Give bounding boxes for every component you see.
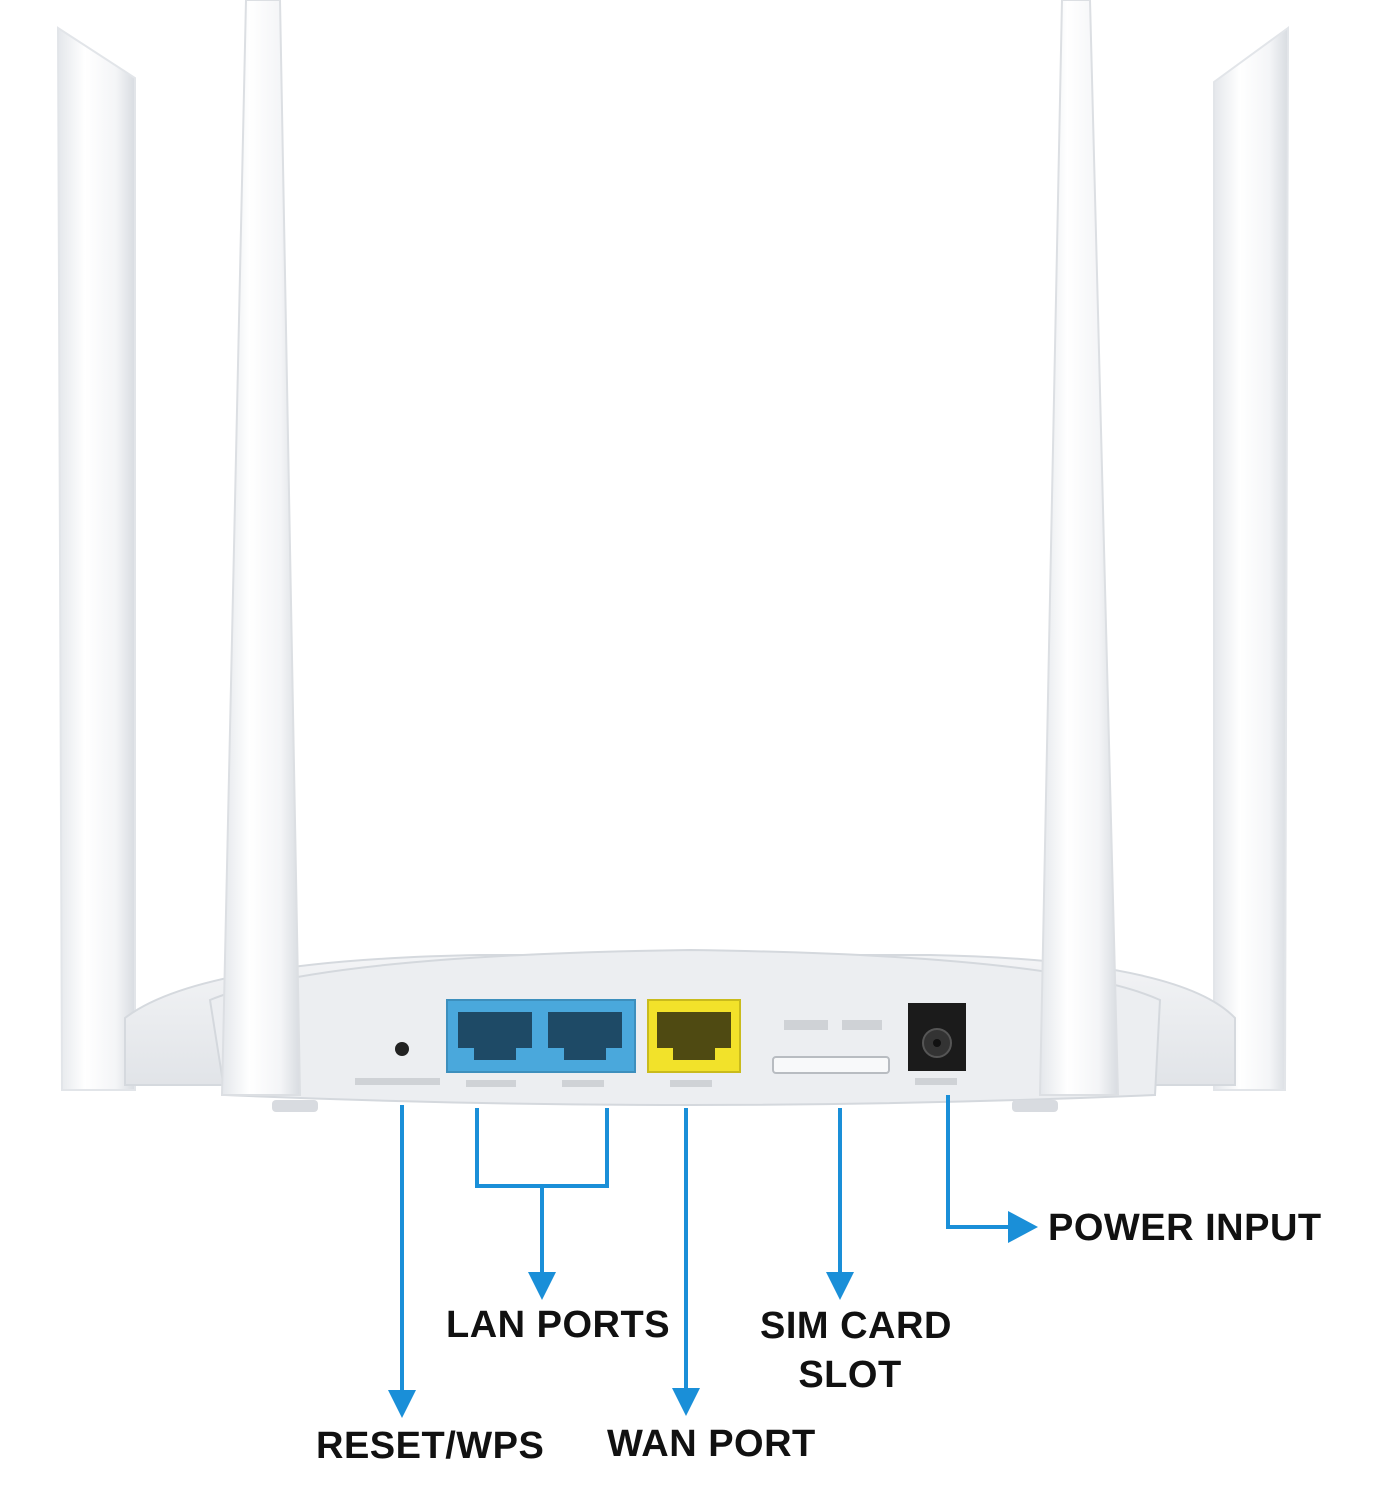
label-sim-card-line2: SLOT [798,1354,902,1397]
lan-ports [446,999,636,1087]
arrow-wan-port [672,1108,700,1416]
label-sim-card-slot: SIM CARD SLOT [760,1302,952,1401]
sim-card-slot [772,1020,890,1074]
label-wan-port: WAN PORT [607,1423,816,1465]
label-lan-ports: LAN PORTS [446,1304,671,1346]
lan-port-1 [458,1012,532,1060]
antenna-right-front [1038,0,1120,1096]
wan-port [647,999,741,1087]
arrow-lan-ports [475,1108,609,1300]
arrow-reset-wps [388,1105,416,1418]
antenna-left-back [56,26,136,1091]
lan-port-2 [548,1012,622,1060]
antenna-left-front [220,0,302,1096]
label-sim-card-line1: SIM CARD [760,1305,952,1347]
arrow-power-input [946,1095,1038,1243]
label-reset-wps: RESET/WPS [316,1425,545,1467]
reset-button-pinhole [355,1042,440,1085]
antenna-right-back [1213,26,1290,1091]
arrow-sim-card-slot [826,1108,854,1300]
label-power-input: POWER INPUT [1048,1207,1322,1249]
power-input-jack [908,1003,966,1085]
